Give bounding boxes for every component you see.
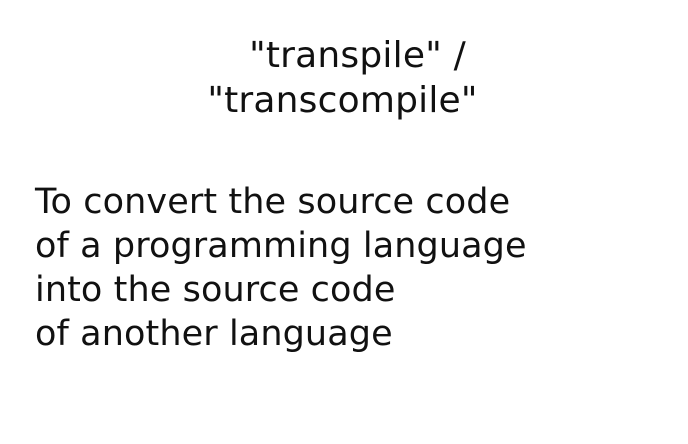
definition-line-2: of a programming language (35, 226, 527, 266)
definition-line-1: To convert the source code (35, 182, 511, 222)
definition-line-3: into the source code (35, 270, 396, 310)
title-line-1: "transpile" / (249, 35, 466, 76)
definition-line-4: of another language (35, 314, 393, 354)
title-line-2: "transcompile" (207, 80, 478, 121)
title: "transpile" / "transcompile" (0, 33, 688, 123)
definition-text: To convert the source code of a programm… (35, 180, 665, 356)
